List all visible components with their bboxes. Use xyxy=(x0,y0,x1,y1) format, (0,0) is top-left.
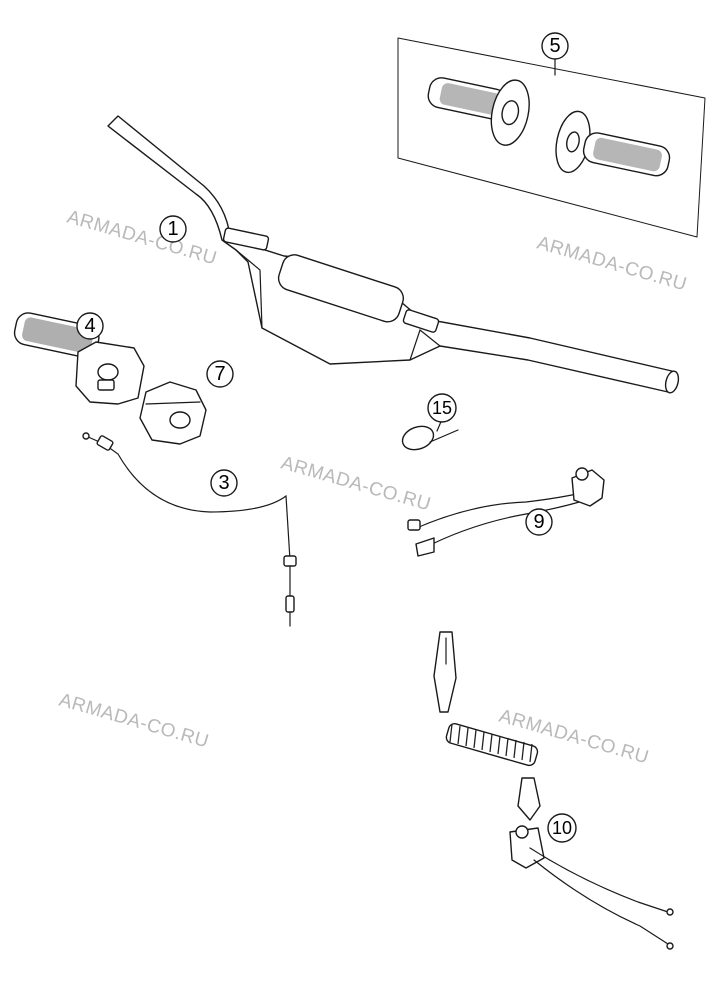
watermark-3: ARMADA-CO.RU xyxy=(279,453,434,516)
callout-10: 10 xyxy=(547,813,577,843)
callout-15-label: 15 xyxy=(432,398,452,418)
emergency-stop-illustration xyxy=(433,631,674,950)
callout-4: 4 xyxy=(76,312,104,340)
callout-15: 15 xyxy=(427,393,457,423)
callout-3: 3 xyxy=(210,469,238,497)
watermark-1: ARMADA-CO.RU xyxy=(65,207,220,270)
callout-5: 5 xyxy=(541,32,569,60)
callout-1-label: 1 xyxy=(167,218,178,240)
watermark-2: ARMADA-CO.RU xyxy=(535,233,690,296)
watermark-4: ARMADA-CO.RU xyxy=(57,690,212,753)
callout-10-label: 10 xyxy=(552,818,572,838)
callout-4-label: 4 xyxy=(84,315,95,337)
throttle-cable-illustration xyxy=(82,432,297,627)
callout-7-label: 7 xyxy=(214,363,225,385)
cable-tie-illustration xyxy=(401,416,459,451)
callout-7: 7 xyxy=(206,360,234,388)
callout-9: 9 xyxy=(525,508,553,536)
kill-switch-illustration xyxy=(407,467,605,557)
callout-3-label: 3 xyxy=(218,472,229,494)
callout-9-label: 9 xyxy=(533,511,544,533)
throttle-cover-illustration xyxy=(139,381,207,445)
handlebar-illustration xyxy=(107,115,680,394)
callout-5-label: 5 xyxy=(549,35,560,57)
grip-set-illustration xyxy=(397,37,706,238)
callout-1: 1 xyxy=(159,215,187,243)
